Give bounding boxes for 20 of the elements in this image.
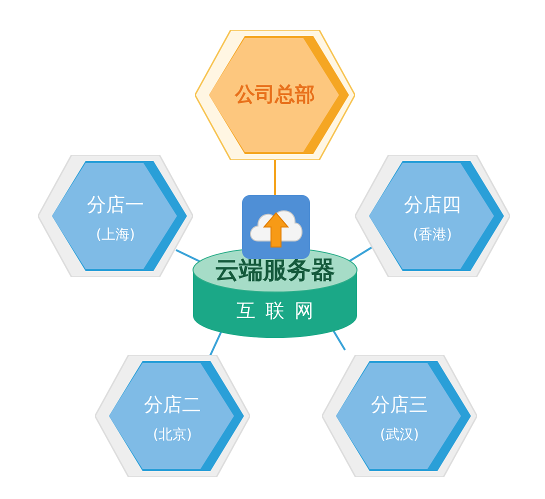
hexagon-box [195,30,355,160]
hexagon-box [95,355,250,477]
node-title: 分店三 [370,393,429,418]
server-label: 云端服务器 [214,255,336,286]
hexagon-box [322,355,477,477]
node-subtitle: (武汉) [379,426,420,444]
node-title: 分店一 [86,193,145,218]
connector-line [209,330,223,356]
cloud-upload-icon [242,195,310,259]
node-subtitle: (北京) [152,426,193,444]
connector-line [274,160,276,196]
node-subtitle: (香港) [412,226,453,244]
node-title: 分店四 [403,193,462,218]
node-subtitle: (上海) [95,226,136,244]
network-label: 互联网 [236,299,324,324]
connector-line [332,329,346,351]
node-title: 分店二 [143,393,202,418]
node-title: 公司总部 [234,81,316,108]
hexagon-box [38,155,193,277]
hexagon-box [355,155,510,277]
